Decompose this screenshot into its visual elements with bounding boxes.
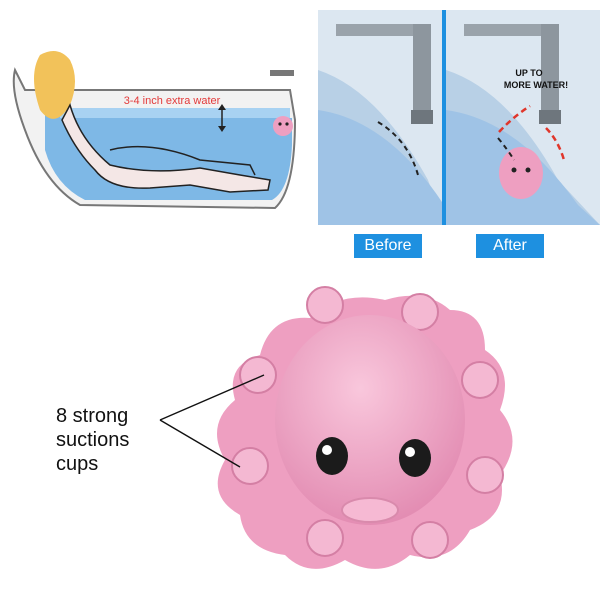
suction-cups — [231, 286, 504, 559]
suction-cup — [231, 447, 269, 485]
callout-line1: UP TO — [515, 68, 542, 78]
after-badge: After — [476, 234, 544, 258]
suction-cup — [466, 456, 504, 494]
suction-cup — [306, 519, 344, 557]
after-new-line — [498, 104, 531, 133]
pointer-line-bottom — [159, 419, 241, 468]
woman-hair — [34, 51, 75, 119]
octopus-mini-icon — [273, 116, 293, 136]
extra-water-label: 3-4 inch extra water — [124, 95, 221, 107]
suction-cup — [306, 286, 344, 324]
octopus-mouth — [341, 497, 399, 523]
octopus-head — [275, 315, 465, 525]
comparison-divider — [442, 10, 446, 225]
faucet-icon — [336, 24, 431, 36]
bathtub-illustration: 3-4 inch extra water — [0, 0, 305, 245]
pointer-line-top — [159, 374, 265, 421]
right-eye — [399, 439, 431, 477]
after-old-line — [497, 137, 515, 161]
suction-cups-label: 8 strong suctions cups — [56, 404, 129, 476]
suction-cup — [411, 521, 449, 559]
before-after-comparison: UP TO MORE WATER! Before After — [318, 10, 600, 260]
suction-cup — [461, 361, 499, 399]
before-badge: Before — [354, 234, 422, 258]
octopus-photo — [499, 147, 543, 199]
comparison-photos: UP TO MORE WATER! — [318, 10, 600, 225]
suction-label-line: cups — [56, 453, 99, 475]
extra-water-band — [60, 108, 290, 118]
woman-body — [61, 103, 271, 193]
suction-label-line: suctions — [56, 429, 130, 451]
callout-line2: MORE WATER! — [504, 80, 568, 90]
faucet-icon — [464, 24, 559, 36]
suction-label-line: 8 strong — [56, 405, 129, 427]
suction-cup — [239, 356, 277, 394]
bathtub-drawing: 3-4 inch extra water — [12, 51, 297, 210]
product-photo — [0, 270, 600, 600]
octopus-drain-cover — [159, 286, 513, 569]
faucet-icon — [270, 70, 294, 76]
suction-cup — [401, 293, 439, 331]
left-eye — [316, 437, 348, 475]
